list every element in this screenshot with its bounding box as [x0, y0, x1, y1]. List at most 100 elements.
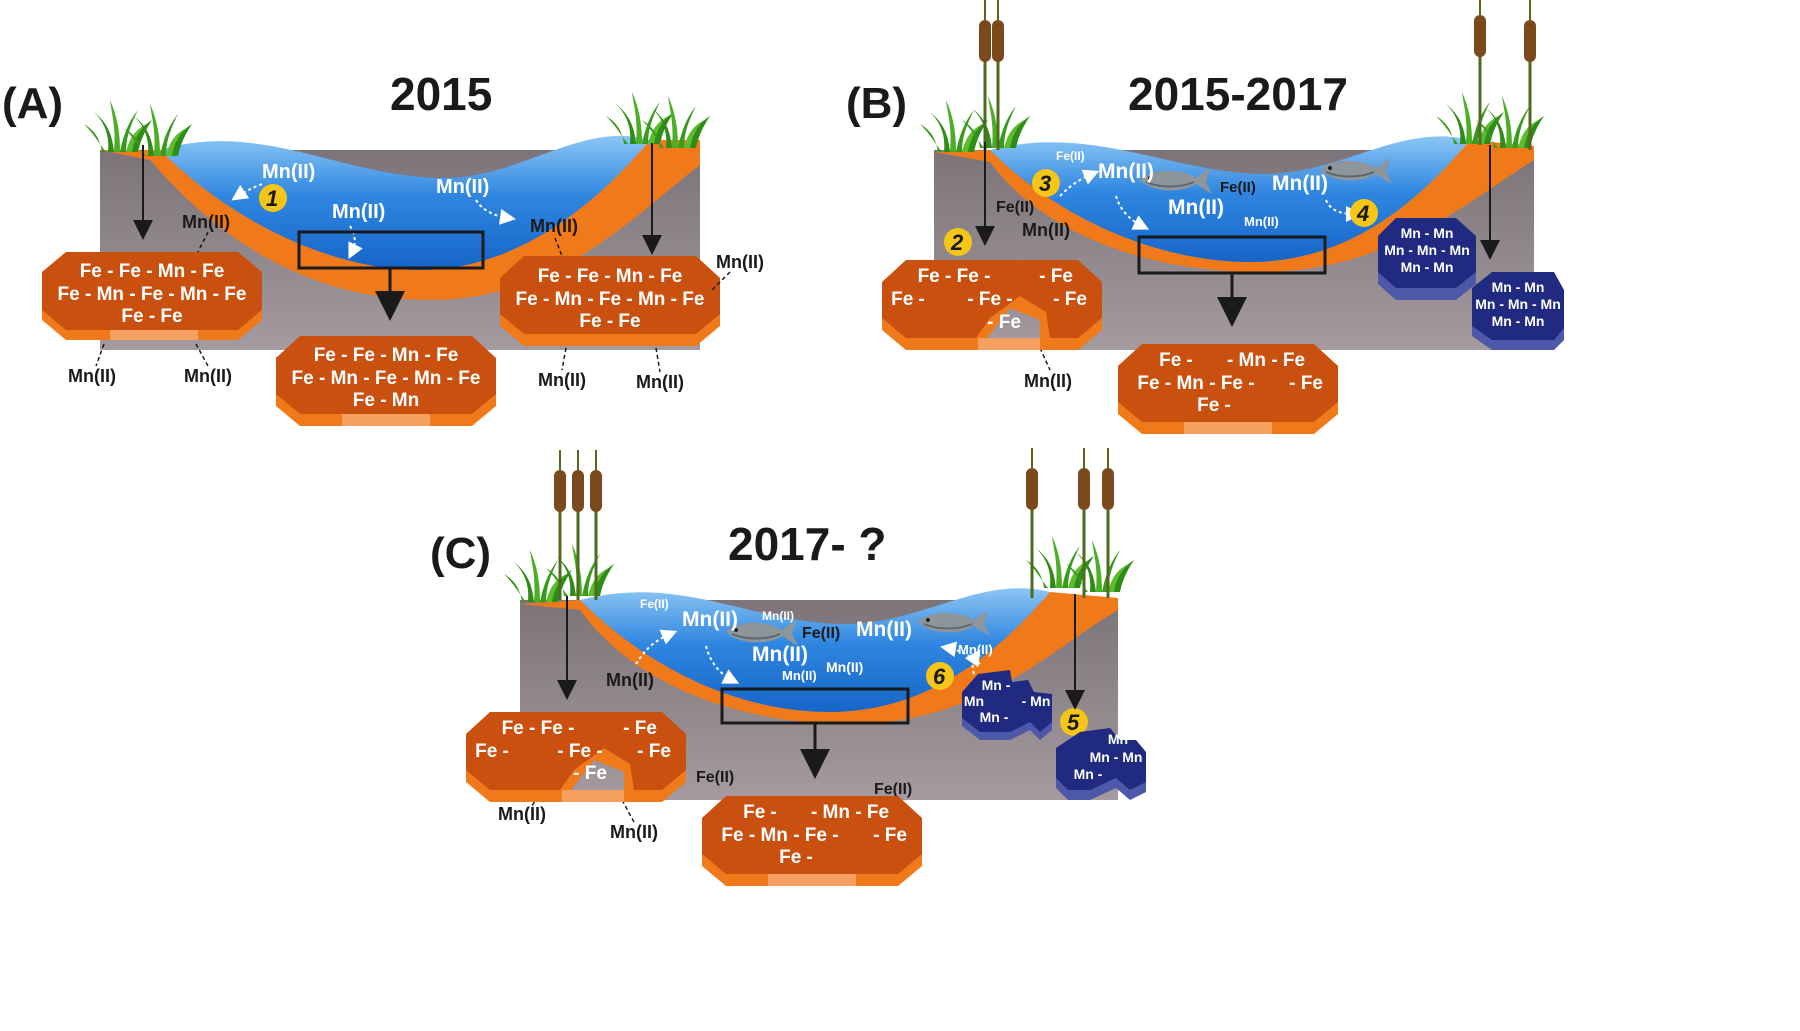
mineral-label: Fe - Fe - [502, 718, 575, 739]
mineral-label: - Mn [1022, 693, 1051, 709]
mineral-label: Fe - Fe [121, 306, 182, 327]
step-marker-icon: 4 [1350, 199, 1378, 227]
water-label: Mn(II) [1168, 196, 1224, 219]
fe-mn-oxide-center: Fe - - Mn - Fe Fe - Mn - Fe - - Fe Fe - [1118, 344, 1338, 434]
soil-label: Fe(II) [874, 781, 912, 798]
panel-a-year: 2015 [390, 68, 492, 120]
panel-b-year: 2015-2017 [1128, 68, 1348, 120]
mineral-label: Mn - Mn [1401, 225, 1454, 241]
water-label: Mn(II) [856, 618, 912, 641]
mineral-label: Mn - Mn [1492, 313, 1545, 329]
step-marker-number: 6 [933, 664, 946, 689]
soil-label: Mn(II) [636, 372, 684, 392]
mineral-label: Mn - [980, 709, 1009, 725]
water-label: Mn(II) [262, 161, 315, 183]
mineral-label: - Fe [1053, 289, 1087, 310]
fe-oxide-dissolving-left: Fe - Fe - - Fe Fe - - Fe - - Fe - Fe [882, 260, 1102, 350]
mineral-label: Mn [964, 693, 984, 709]
water-label: Mn(II) [332, 201, 385, 223]
water-label: Fe(II) [802, 625, 840, 642]
water-label: Mn(II) [958, 642, 993, 657]
mineral-label: Fe - Mn - Fe - [1137, 373, 1254, 394]
fe-mn-oxide-center: Fe - - Mn - Fe Fe - Mn - Fe - - Fe Fe - [702, 796, 922, 886]
panel-a-label: (A) [2, 79, 63, 128]
mineral-label: Mn - Mn [1090, 749, 1143, 765]
water-label: Mn(II) [1244, 214, 1279, 229]
mineral-label: - Fe [573, 763, 607, 784]
water-label: Fe(II) [1056, 149, 1085, 163]
water-label: Mn(II) [1272, 172, 1328, 195]
mineral-label: - Fe - [967, 289, 1012, 310]
step-marker-icon: 3 [1032, 169, 1060, 197]
mineral-label: Fe - [1197, 395, 1231, 416]
water-label: Mn(II) [1098, 160, 1154, 183]
mineral-label: Mn - Mn [1401, 259, 1454, 275]
mineral-label: Fe - Fe - Mn - Fe [314, 345, 459, 366]
mn-oxide-new-2: Mn - Mn Mn - Mn - Mn Mn - Mn [1472, 272, 1564, 350]
mineral-label: Mn - Mn - Mn [1475, 296, 1561, 312]
soil-label: Mn(II) [610, 822, 658, 842]
panel-a: (A) 2015 Mn(II) Mn(II) Mn(II) 1 [2, 68, 764, 426]
step-marker-number: 5 [1067, 710, 1080, 735]
step-marker-icon: 2 [944, 228, 972, 256]
water-label: Mn(II) [762, 609, 794, 623]
mineral-label: Fe - [475, 741, 509, 762]
mineral-label: Fe - [779, 847, 813, 868]
water-label: Mn(II) [782, 668, 817, 683]
panel-b-label: (B) [846, 79, 907, 128]
step-marker-icon: 1 [259, 184, 287, 212]
water-label: Mn(II) [826, 659, 863, 675]
soil-label: Mn(II) [606, 670, 654, 690]
fe-mn-oxide-center: Fe - Fe - Mn - Fe Fe - Mn - Fe - Mn - Fe… [276, 336, 496, 426]
mineral-label: - Fe [637, 741, 671, 762]
mineral-label: - Fe [1039, 266, 1073, 287]
water-body [160, 135, 650, 270]
mn-oxide-dissolving-1: Mn - Mn - Mn Mn - [962, 670, 1052, 740]
soil-label: Fe(II) [996, 199, 1034, 216]
soil-label: Mn(II) [1024, 371, 1072, 391]
panel-c-label: (C) [430, 529, 491, 578]
grass-icon [920, 100, 988, 152]
soil-label: Fe(II) [696, 769, 734, 786]
panel-c: (C) 2017- ? Fe(II) Mn(II) Mn(II) Fe(II) … [430, 446, 1146, 886]
soil-label: Mn(II) [68, 366, 116, 386]
soil-label: Mn(II) [184, 366, 232, 386]
cattail-icon [1024, 446, 1040, 600]
fe-mn-oxide-left: Fe - Fe - Mn - Fe Fe - Mn - Fe - Mn - Fe… [42, 252, 262, 340]
mineral-label: - Fe [623, 718, 657, 739]
mineral-label: - Fe - [557, 741, 602, 762]
mineral-label: - Fe [873, 825, 907, 846]
mineral-label: Fe - [743, 802, 777, 823]
mineral-label: Fe - [891, 289, 925, 310]
mineral-label: Fe - [1159, 350, 1193, 371]
step-marker-icon: 5 [1060, 708, 1088, 736]
cattail-icon [1472, 0, 1488, 147]
cattail-icon [1100, 446, 1116, 600]
soil-label: Mn(II) [498, 804, 546, 824]
fe-oxide-dissolving-left: Fe - Fe - - Fe Fe - - Fe - - Fe - Fe [466, 712, 686, 802]
fe-mn-oxide-right: Fe - Fe - Mn - Fe Fe - Mn - Fe - Mn - Fe… [500, 256, 720, 346]
soil-label: Mn(II) [530, 216, 578, 236]
mn-oxide-dissolving-2: Mn Mn - Mn Mn - [1056, 728, 1146, 800]
mineral-label: - Fe [1289, 373, 1323, 394]
mineral-label: Fe - Fe - Mn - Fe [538, 266, 683, 287]
step-marker-number: 2 [950, 230, 964, 255]
mineral-label: Fe - Mn - Fe - Mn - Fe [516, 289, 705, 310]
soil-label: Mn(II) [538, 370, 586, 390]
panel-c-year: 2017- ? [728, 518, 887, 570]
mineral-label: Mn - Mn - Mn [1384, 242, 1470, 258]
soil-label: Mn(II) [182, 212, 230, 232]
mineral-label: Mn - [982, 677, 1011, 693]
soil-label: Mn(II) [1022, 220, 1070, 240]
mn-oxide-new-1: Mn - Mn Mn - Mn - Mn Mn - Mn [1378, 218, 1476, 300]
water-label: Mn(II) [682, 608, 738, 631]
mineral-label: Fe - Mn [353, 390, 420, 411]
water-label: Mn(II) [436, 176, 489, 198]
mineral-label: Fe - Fe - [918, 266, 991, 287]
water-label: Mn(II) [752, 643, 808, 666]
grass-icon [504, 550, 572, 602]
grass-icon [1436, 92, 1504, 144]
panel-b: (B) 2015-2017 Fe(II) Mn(II) Fe(II) Mn(II… [846, 0, 1564, 434]
